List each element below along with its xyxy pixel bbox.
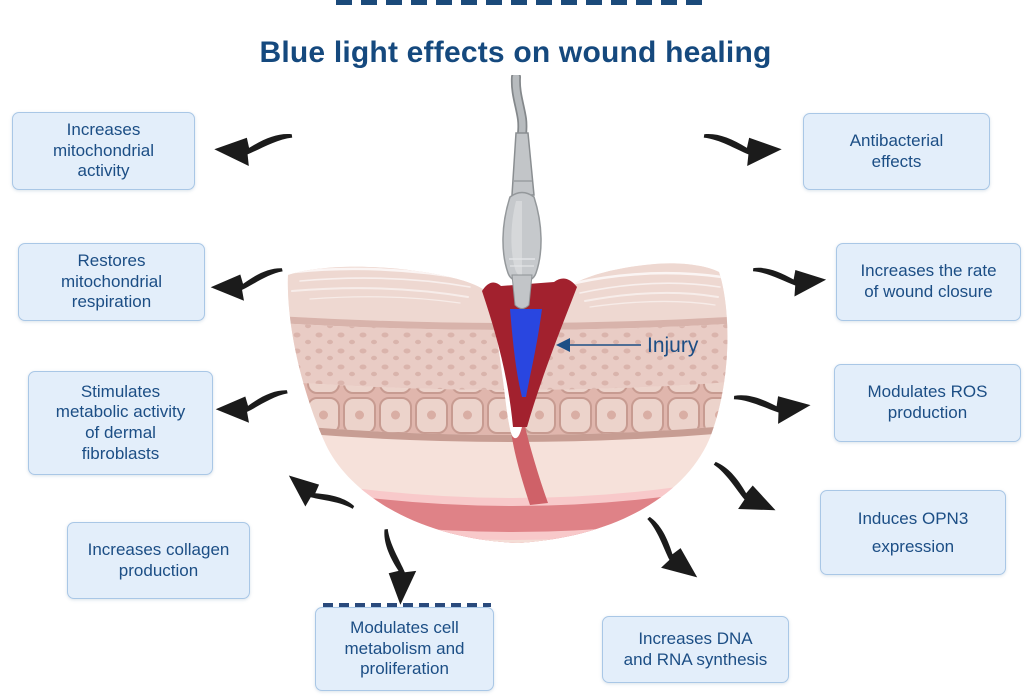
effect-box-wound-closure: Increases the rate of wound closure xyxy=(836,243,1021,321)
effect-box-collagen-production: Increases collagen production xyxy=(67,522,250,599)
curved-arrow-bottom-1 xyxy=(384,529,417,605)
curved-arrow-right-3 xyxy=(733,395,811,424)
effect-box-mitochondrial-activity: Increases mitochondrial activity xyxy=(12,112,195,190)
effect-box-dermal-fibroblasts: Stimulates metabolic activity of dermal … xyxy=(28,371,213,475)
effect-box-mitochondrial-respiration: Restores mitochondrial respiration xyxy=(18,243,205,321)
probe-tip xyxy=(511,274,533,309)
effect-box-label: Antibacterial effects xyxy=(849,130,944,171)
diagram-title: Blue light effects on wound healing xyxy=(259,36,772,69)
curved-arrow-right-2 xyxy=(752,267,827,297)
cropped-text-remnant-top xyxy=(336,0,710,5)
curved-arrow-right-4 xyxy=(713,461,776,511)
effect-box-dna-rna-synthesis: Increases DNA and RNA synthesis xyxy=(602,616,789,683)
effect-box-label: Modulates cell metabolism and proliferat… xyxy=(344,617,465,679)
effect-box-label: Increases collagen production xyxy=(87,539,230,580)
light-probe xyxy=(502,75,542,309)
curved-arrow-left-4 xyxy=(288,475,355,509)
curved-arrow-left-1 xyxy=(214,134,293,167)
effect-box-label: Induces OPN3 expression xyxy=(857,509,969,556)
effect-box-cell-metabolism: Modulates cell metabolism and proliferat… xyxy=(315,607,494,691)
effect-box-label: Increases mitochondrial activity xyxy=(52,119,155,181)
curved-arrow-left-2 xyxy=(210,268,283,301)
effect-box-label: Restores mitochondrial respiration xyxy=(60,250,163,312)
effect-box-label: Increases DNA and RNA synthesis xyxy=(623,628,768,669)
effect-box-opn3-expression: Induces OPN3 expression xyxy=(820,490,1006,575)
skin-wound-illustration: Injury xyxy=(287,75,728,543)
effect-box-antibacterial: Antibacterial effects xyxy=(803,113,990,190)
effect-box-ros-production: Modulates ROS production xyxy=(834,364,1021,442)
effect-box-label: Increases the rate of wound closure xyxy=(860,261,997,301)
curved-arrow-right-1 xyxy=(703,134,782,167)
curved-arrow-bottom-2 xyxy=(647,516,698,578)
wound-streak xyxy=(510,423,548,505)
blue-light-beam xyxy=(510,309,542,397)
cropped-text-remnant-box xyxy=(323,603,491,607)
injury-arrowhead-icon xyxy=(556,338,570,352)
curved-arrow-left-3 xyxy=(215,390,288,423)
injury-annotation: Injury xyxy=(556,334,699,357)
injury-label: Injury xyxy=(647,334,699,357)
effect-box-label: Modulates ROS production xyxy=(867,382,988,422)
effect-box-label: Stimulates metabolic activity of dermal … xyxy=(55,381,186,463)
